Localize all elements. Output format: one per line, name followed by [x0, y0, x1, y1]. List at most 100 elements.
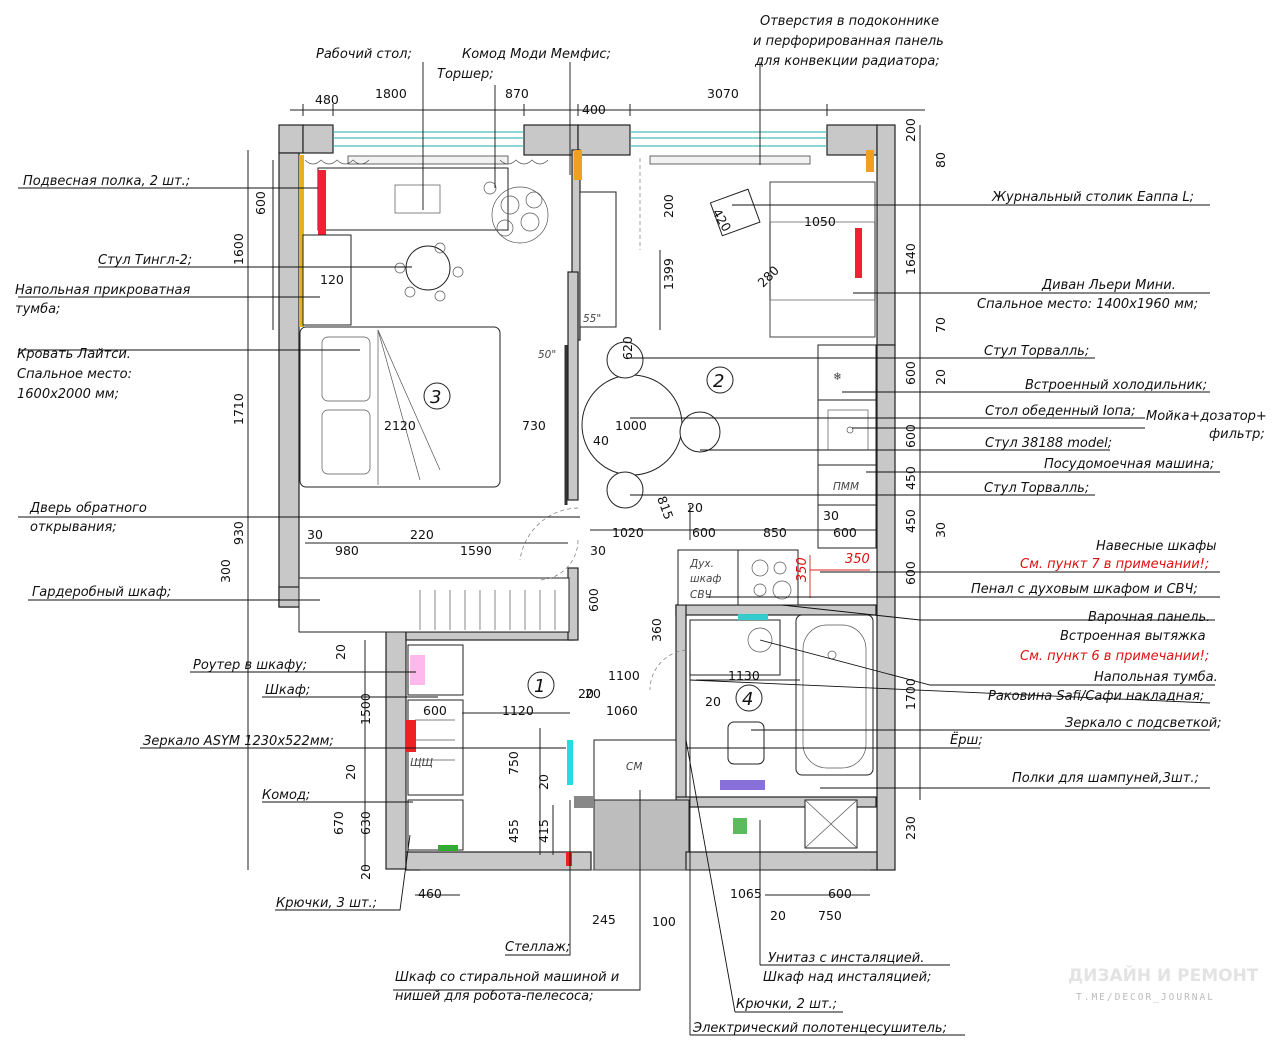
coffee-table	[709, 188, 761, 237]
label-chest: Комод;	[262, 788, 310, 803]
label-upper-cabinets-1: Навесные шкафы	[1096, 539, 1217, 554]
walls	[278, 124, 896, 871]
room-number-2: 2	[713, 371, 724, 392]
shch-label: ЩЩ	[410, 757, 433, 769]
label-hob-1: Варочная панель.	[1088, 610, 1210, 625]
dining-table	[581, 341, 721, 509]
label-hooks-3: Крючки, 3 шт.;	[276, 896, 377, 911]
room-number-4: 4	[742, 689, 753, 710]
label-chair-tingl: Стул Тингл-2;	[98, 253, 192, 268]
dim-20-hall-2: 20	[536, 774, 551, 790]
dim-360: 360	[649, 618, 664, 642]
leader-lines	[18, 62, 1220, 1036]
svg-text:❄: ❄	[833, 371, 842, 383]
oven-label-3: СВЧ	[690, 589, 712, 601]
label-chair-38188: Стул 38188 model;	[985, 436, 1112, 451]
dim-right-450a: 450	[903, 466, 918, 490]
dim-bottom-1065: 1065	[730, 886, 762, 901]
dim-top-400: 400	[582, 102, 606, 117]
dim-left-1710: 1710	[231, 393, 246, 425]
dim-left-930: 930	[231, 521, 246, 545]
dim-top-870: 870	[505, 86, 529, 101]
wall-shelf-red	[318, 170, 326, 250]
label-wall-shelf: Подвесная полка, 2 шт.;	[23, 174, 190, 189]
label-oven-column: Пенал с духовым шкафом и СВЧ;	[971, 582, 1198, 597]
label-bed-2: Спальное место:	[17, 367, 132, 382]
dim-20-hall-3: 20	[585, 686, 601, 701]
dim-600-kitchen-2: 600	[833, 525, 857, 540]
dim-350-red-vertical: 350	[795, 557, 810, 582]
dim-30-door: 30	[590, 543, 606, 558]
dim-right-600b: 600	[903, 424, 918, 448]
label-upper-cabinets-2: См. пункт 7 в примечании!;	[1020, 557, 1209, 572]
hallway: ЩЩ СМ	[406, 644, 677, 866]
label-bed-1: Кровать Лайтси.	[17, 347, 131, 362]
label-fridge: Встроенный холодильник;	[1025, 378, 1207, 393]
dim-350-red: 350	[845, 552, 870, 567]
plant	[491, 186, 549, 244]
dim-220: 220	[410, 527, 434, 542]
label-toilet-2: Шкаф над инсталяцией;	[763, 970, 931, 985]
bathroom-fixtures	[689, 614, 874, 849]
label-sink-1: Мойка+дозатор+	[1146, 409, 1267, 424]
label-shampoo-shelves: Полки для шампуней,3шт.;	[1012, 771, 1199, 786]
dim-right-1640: 1640	[903, 243, 918, 275]
label-washer-2: нишей для робота-пелесоса;	[395, 989, 593, 1004]
dim-left-300: 300	[218, 559, 233, 583]
wall-top-left	[278, 124, 304, 154]
dim-20-kitchen: 20	[687, 500, 703, 515]
dim-right-200: 200	[903, 118, 918, 142]
watermark: ДИЗАЙН И РЕМОНТ T.ME/DECOR_JOURNAL	[1068, 964, 1259, 1003]
label-reverse-door-1: Дверь обратного	[29, 501, 147, 516]
wardrobe	[298, 577, 570, 633]
label-dishwasher: Посудомоечная машина;	[1044, 457, 1214, 472]
dim-600-hall: 600	[423, 703, 447, 718]
dim-815: 815	[654, 494, 676, 522]
dim-1120: 1120	[502, 703, 534, 718]
label-hob-2: Встроенная вытяжка	[1060, 629, 1206, 644]
dim-left-20a: 20	[333, 644, 348, 660]
dim-left-1500: 1500	[358, 693, 373, 725]
bed	[299, 326, 501, 488]
dimension-lines	[247, 104, 925, 896]
room-number-1: 1	[534, 676, 545, 697]
dim-455: 455	[506, 819, 521, 843]
laptop	[394, 184, 441, 214]
label-hooks-2: Крючки, 2 шт.;	[736, 997, 837, 1012]
dim-right-30: 30	[933, 522, 948, 538]
dim-200: 200	[661, 194, 676, 218]
dim-415: 415	[536, 819, 551, 843]
dim-bottom-460: 460	[418, 886, 442, 901]
dim-620: 620	[620, 336, 635, 360]
annotations: Отверстия в подоконнике и перфорированна…	[15, 14, 1267, 1036]
dim-right-80: 80	[933, 152, 948, 168]
dim-1100: 1100	[608, 668, 640, 683]
room-number-3: 3	[430, 387, 441, 408]
dim-right-20: 20	[933, 369, 948, 385]
dim-top-480: 480	[315, 92, 339, 107]
desk	[317, 167, 509, 231]
label-chair-torvall-2: Стул Торвалль;	[984, 481, 1089, 496]
wall-right	[876, 344, 896, 871]
wall-bath-left	[675, 604, 687, 801]
label-rack: Стеллаж;	[505, 940, 570, 955]
dim-1050: 1050	[804, 214, 836, 229]
label-basin: Раковина Safi/Сафи накладная;	[988, 689, 1204, 704]
wall-bath-top	[675, 604, 877, 616]
label-towel-dryer: Электрический полотенцесушитель;	[692, 1021, 947, 1036]
dim-1590: 1590	[460, 543, 492, 558]
tv50-label: 50"	[538, 349, 556, 361]
wall-left-lower	[385, 606, 407, 870]
label-window-sill-1: Отверстия в подоконнике	[760, 14, 939, 29]
wall-partition-lower	[567, 271, 579, 501]
dim-top-1800: 1800	[375, 86, 407, 101]
wall-wardrobe-bottom	[405, 631, 575, 641]
dim-1020: 1020	[612, 525, 644, 540]
label-chair-torvall-1: Стул Торвалль;	[984, 344, 1089, 359]
dim-bottom-245: 245	[592, 912, 616, 927]
dim-850: 850	[763, 525, 787, 540]
wall-right-upper	[876, 124, 896, 346]
dim-bottom-100: 100	[652, 914, 676, 929]
dim-1000: 1000	[615, 418, 647, 433]
dim-1060: 1060	[606, 703, 638, 718]
